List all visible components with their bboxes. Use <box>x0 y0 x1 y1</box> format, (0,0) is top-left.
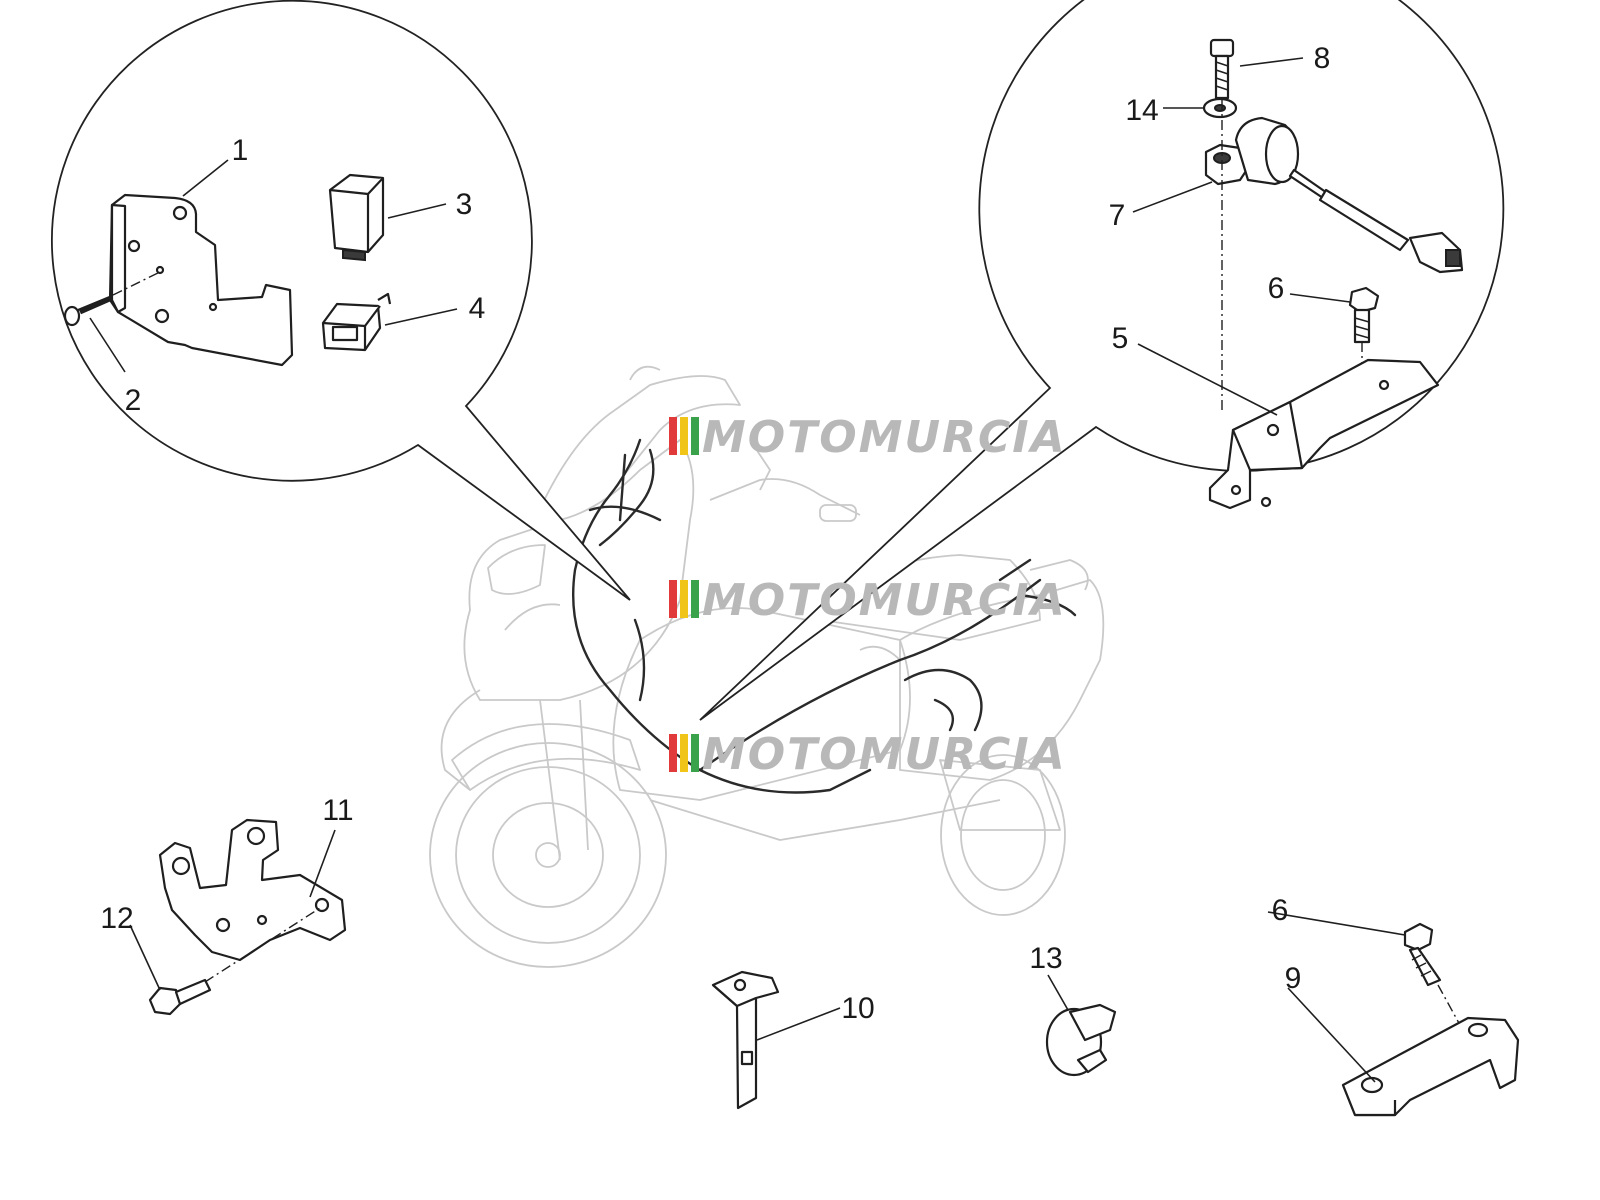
part-10-bracket <box>711 970 780 1110</box>
callout-10: 10 <box>841 992 874 1025</box>
part-14-washer <box>1202 97 1238 119</box>
callout-4: 4 <box>469 292 486 325</box>
part-6-bolt-upper <box>1348 286 1380 344</box>
callout-2: 2 <box>125 384 142 417</box>
part-4-holder <box>321 292 392 352</box>
callout-7: 7 <box>1109 199 1126 232</box>
part-1-bracket <box>108 193 294 367</box>
part-13-grommet <box>1045 1003 1117 1077</box>
callout-11: 11 <box>322 794 353 827</box>
wiring-harness <box>571 438 1077 794</box>
callout-9: 9 <box>1285 962 1302 995</box>
part-2-screw <box>63 294 114 327</box>
leader-lines <box>89 57 1406 1083</box>
left-detail-bubble <box>51 0 631 601</box>
callout-3: 3 <box>456 188 473 221</box>
watermark-middle: MOTOMURCIA <box>669 575 1067 626</box>
part-7-sensor <box>1204 116 1464 274</box>
callout-5: 5 <box>1112 322 1129 355</box>
callout-8: 8 <box>1314 42 1331 75</box>
callout-1: 1 <box>232 134 249 167</box>
part-12-bolt <box>148 978 212 1016</box>
callout-14: 14 <box>1125 94 1158 127</box>
part-3-relay <box>328 173 385 262</box>
part-9-bracket <box>1341 1016 1520 1117</box>
part-5-bracket <box>1208 358 1440 510</box>
callout-12: 12 <box>100 902 133 935</box>
watermark-bottom: MOTOMURCIA <box>669 729 1067 780</box>
watermark-text: MOTOMURCIA <box>702 729 1067 780</box>
callout-6-lower: 6 <box>1272 894 1289 927</box>
watermark-top: MOTOMURCIA <box>669 412 1067 463</box>
scooter-outline <box>429 365 1105 968</box>
callout-6-upper: 6 <box>1268 272 1285 305</box>
watermark-text: MOTOMURCIA <box>702 575 1067 626</box>
callout-13: 13 <box>1029 942 1062 975</box>
part-8-bolt <box>1209 38 1235 100</box>
part-11-bracket <box>158 818 347 962</box>
watermark-text: MOTOMURCIA <box>702 412 1067 463</box>
part-6-bolt-lower <box>1403 922 1442 987</box>
